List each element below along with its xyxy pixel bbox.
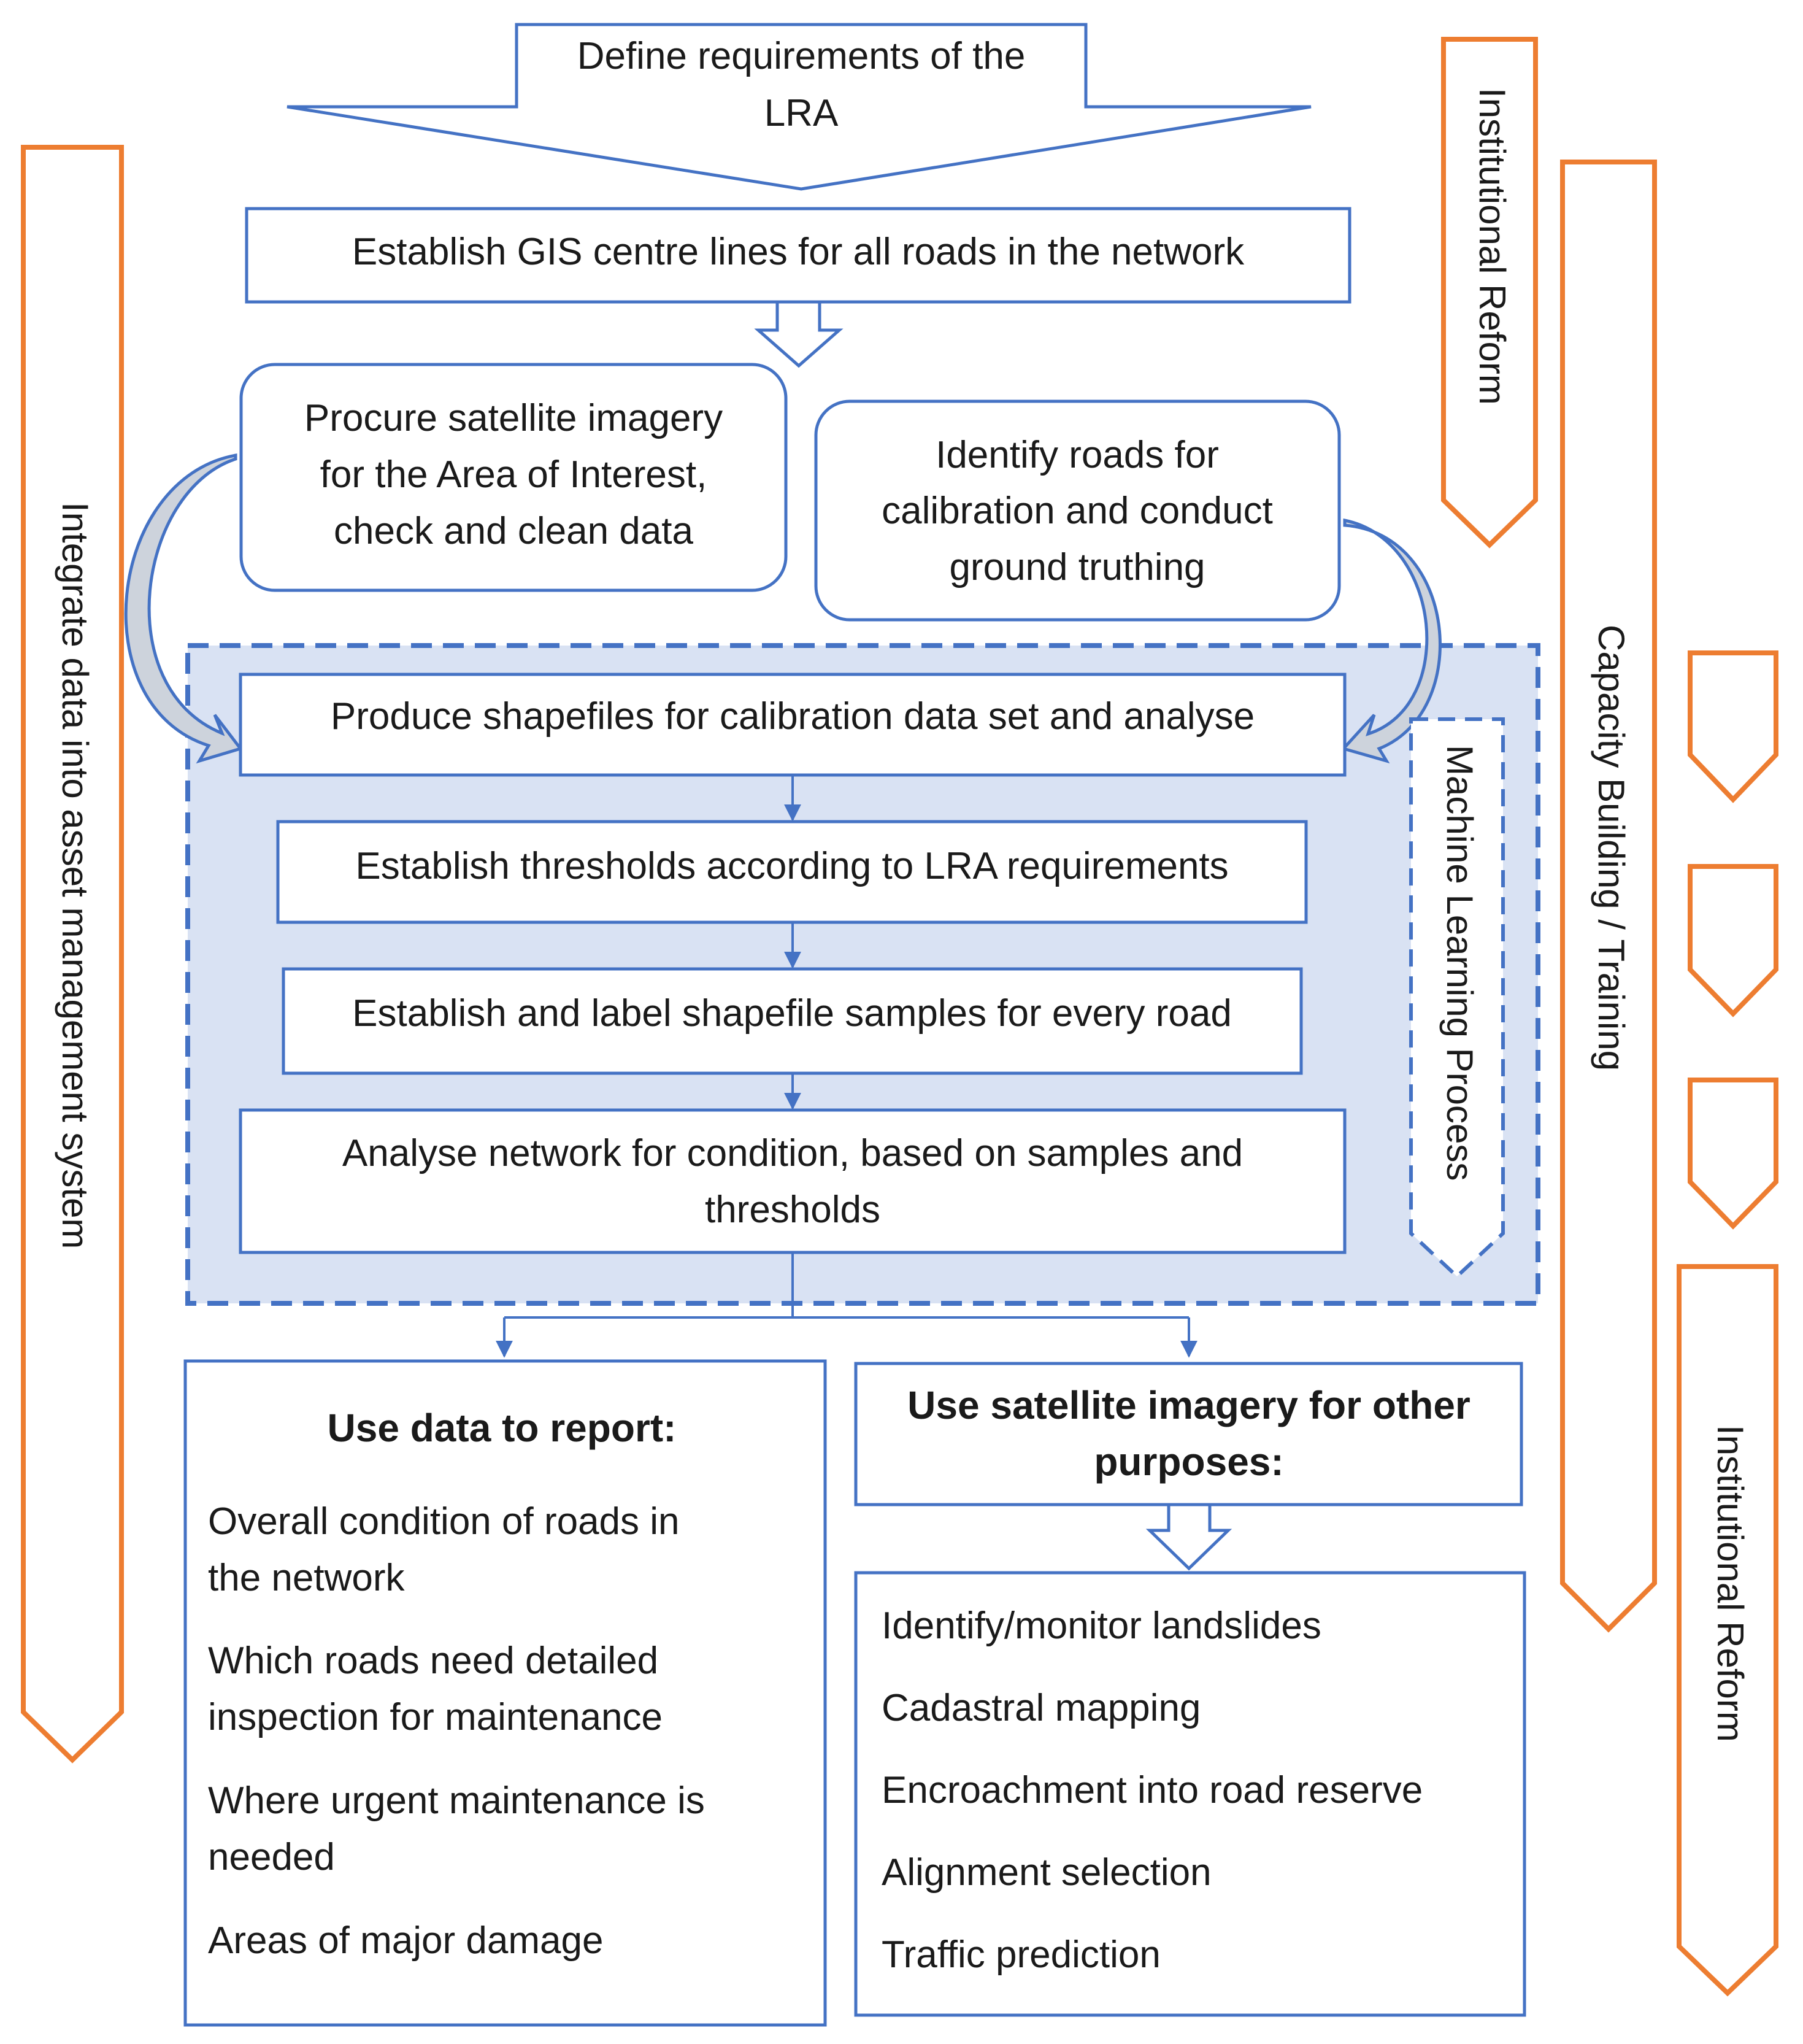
small-chevron-1 (1688, 650, 1778, 803)
institutional-reform-top-arrow: Institutional Reform (1441, 37, 1538, 549)
machine-learning-process-arrow: Machine Learning Process (1409, 717, 1505, 1279)
capacity-building-arrow: Capacity Building / Training (1560, 160, 1657, 1633)
other-purposes-heading-line1: Use satellite imagery for other (907, 1383, 1470, 1427)
gis-centre-lines-text: Establish GIS centre lines for all roads… (352, 231, 1245, 273)
report-item-3-line1: Where urgent maintenance is (208, 1780, 705, 1822)
integrate-data-text: Integrate data into asset management sys… (55, 502, 96, 1249)
define-requirements-text-line1: Define requirements of the (577, 35, 1026, 77)
other-purpose-item-2: Cadastral mapping (882, 1687, 1201, 1729)
step-analyse-network-box: Analyse network for condition, based on … (239, 1108, 1347, 1254)
procure-imagery-text-line3: check and clean data (334, 510, 693, 552)
curved-arrow-identify (1340, 518, 1442, 764)
small-chevron-3 (1688, 1078, 1778, 1230)
other-purposes-list-box: Identify/monitor landslides Cadastral ma… (854, 1571, 1526, 2017)
step-establish-thresholds-box: Establish thresholds according to LRA re… (276, 820, 1308, 924)
procure-imagery-text-line2: for the Area of Interest, (320, 453, 707, 496)
other-purpose-item-4: Alignment selection (882, 1851, 1212, 1894)
step-label-samples-text: Establish and label shapefile samples fo… (352, 992, 1232, 1035)
report-box: Use data to report: Overall condition of… (183, 1359, 827, 2027)
step-produce-shapefiles-text: Produce shapefiles for calibration data … (331, 695, 1255, 738)
report-heading: Use data to report: (328, 1406, 677, 1450)
machine-learning-process-text: Machine Learning Process (1439, 745, 1480, 1181)
report-item-1-line2: the network (208, 1557, 406, 1599)
report-item-1-line1: Overall condition of roads in (208, 1500, 680, 1543)
report-item-3-line2: needed (208, 1836, 335, 1878)
step-analyse-network-text-line1: Analyse network for condition, based on … (342, 1132, 1243, 1174)
report-item-2-line2: inspection for maintenance (208, 1696, 663, 1738)
small-chevron-2 (1688, 864, 1778, 1017)
split-connector (496, 1252, 1198, 1358)
procure-imagery-text-line1: Procure satellite imagery (304, 397, 723, 439)
other-purpose-item-1: Identify/monitor landslides (882, 1605, 1321, 1647)
institutional-reform-bottom-arrow: Institutional Reform (1677, 1264, 1778, 1997)
report-item-4-line1: Areas of major damage (208, 1919, 603, 1962)
other-purposes-heading-line2: purposes: (1094, 1440, 1283, 1484)
down-arrow-gis (754, 300, 844, 368)
identify-roads-text-line1: Identify roads for (936, 434, 1219, 476)
step-produce-shapefiles-box: Produce shapefiles for calibration data … (239, 673, 1347, 777)
down-arrow-other-purposes (1145, 1503, 1232, 1571)
institutional-reform-top-text: Institutional Reform (1472, 88, 1513, 405)
gis-centre-lines-box: Establish GIS centre lines for all roads… (245, 207, 1351, 304)
identify-roads-text-line3: ground truthing (949, 546, 1205, 588)
integrate-data-arrow: Integrate data into asset management sys… (21, 145, 124, 1764)
capacity-building-text: Capacity Building / Training (1591, 625, 1632, 1071)
curved-arrow-procure (124, 453, 244, 764)
identify-roads-box: Identify roads for calibration and condu… (814, 399, 1341, 622)
other-purpose-item-5: Traffic prediction (882, 1934, 1161, 1976)
other-purpose-item-3: Encroachment into road reserve (882, 1769, 1423, 1811)
define-requirements-arrow: Define requirements of the LRA (286, 23, 1312, 191)
define-requirements-text-line2: LRA (764, 92, 839, 134)
step-analyse-network-text-line2: thresholds (705, 1189, 880, 1231)
identify-roads-text-line2: calibration and conduct (882, 490, 1273, 532)
institutional-reform-bottom-text: Institutional Reform (1710, 1425, 1751, 1742)
report-item-2-line1: Which roads need detailed (208, 1640, 658, 1682)
procure-imagery-box: Procure satellite imagery for the Area o… (239, 363, 788, 592)
other-purposes-heading-box: Use satellite imagery for other purposes… (854, 1362, 1523, 1506)
step-establish-thresholds-text: Establish thresholds according to LRA re… (355, 845, 1228, 887)
step-label-samples-box: Establish and label shapefile samples fo… (282, 967, 1303, 1075)
